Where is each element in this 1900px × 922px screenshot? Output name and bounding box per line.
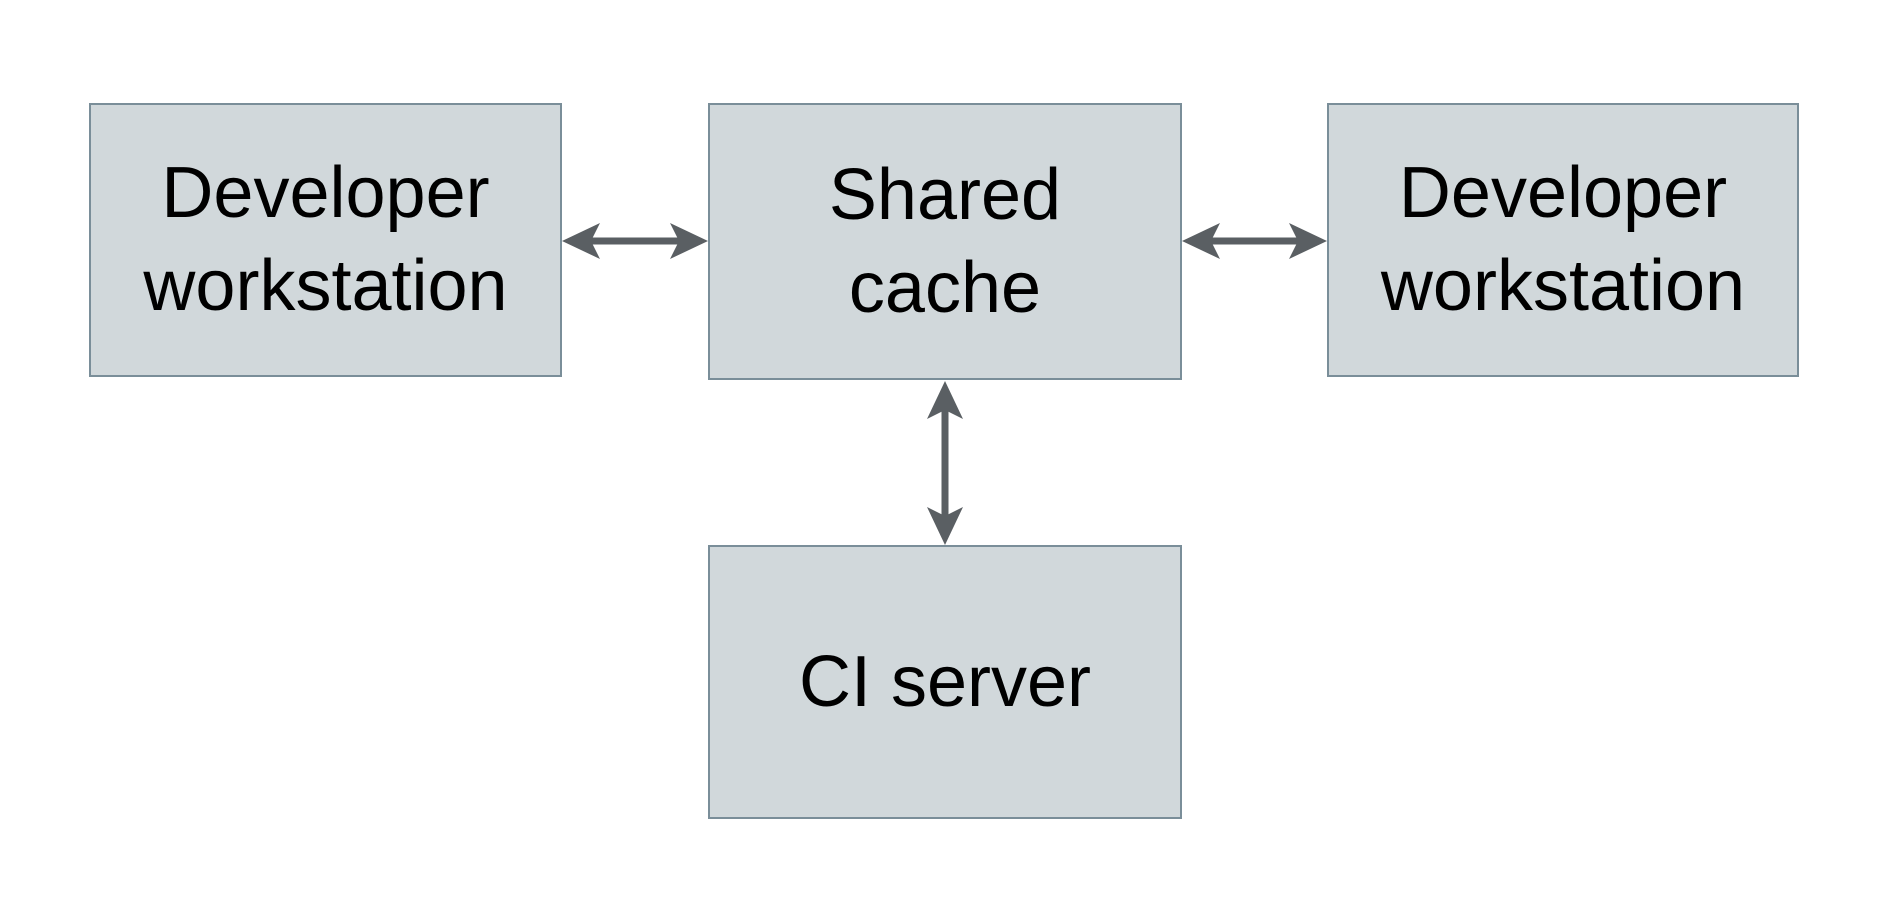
bidirectional-arrow-left-workstation-cache-icon (562, 223, 708, 259)
node-developer-workstation-right: Developer workstation (1327, 103, 1799, 377)
node-ci-server-label: CI server (799, 636, 1091, 729)
node-label-line: workstation (143, 246, 508, 326)
node-label-line: Shared (828, 154, 1062, 235)
node-developer-workstation-right-label: Developer workstation (1381, 147, 1745, 333)
bidirectional-arrow-cache-right-workstation-icon (1182, 223, 1327, 259)
node-shared-cache-label: Shared cache (829, 149, 1061, 335)
node-label-line: Developer (1398, 153, 1728, 233)
node-shared-cache: Shared cache (708, 103, 1182, 380)
node-ci-server: CI server (708, 545, 1182, 819)
node-label-line: workstation (1380, 246, 1746, 326)
node-label-line: Developer (161, 153, 490, 233)
node-developer-workstation-left: Developer workstation (89, 103, 562, 377)
bidirectional-arrow-cache-ci-server-icon (927, 381, 963, 545)
node-label-line: CI server (798, 641, 1092, 722)
node-developer-workstation-left-label: Developer workstation (143, 147, 507, 333)
node-label-line: cache (848, 247, 1042, 328)
